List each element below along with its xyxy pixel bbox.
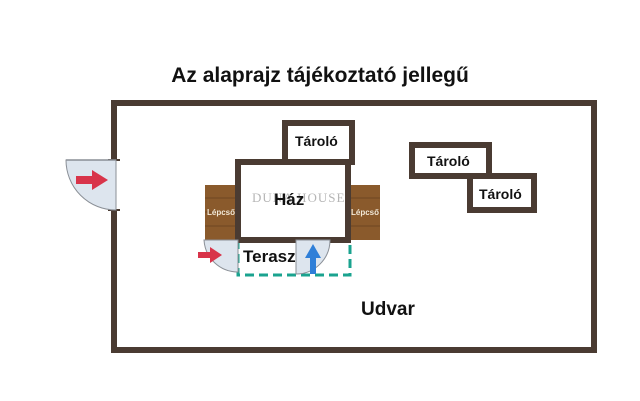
terrace-left-door-swing (203, 239, 239, 273)
stairs-left-label: Lépcső (207, 208, 236, 217)
storage-detached-1-label: Tároló (427, 153, 470, 169)
storage-detached-2-label: Tároló (479, 186, 522, 202)
plan-title: Az alaprajz tájékoztató jellegű (171, 64, 469, 87)
arrow-right-icon (76, 170, 108, 190)
arrow-up-icon (305, 244, 321, 274)
left-gate-door-swing (65, 159, 117, 211)
stairs-right-label: Lépcső (351, 208, 380, 217)
watermark-logo: DUNA HOUSE (252, 190, 346, 205)
plot-boundary (111, 100, 597, 353)
storage-attached-walls (282, 120, 355, 165)
house-walls (235, 159, 351, 243)
storage-detached-1-walls (409, 142, 492, 179)
storage-detached-2-walls (467, 173, 537, 213)
arrow-right-icon (198, 247, 222, 263)
house-label: Ház (274, 190, 305, 209)
terrace-label: Terasz (243, 247, 296, 266)
storage-attached-label: Tároló (295, 133, 338, 149)
yard-label: Udvar (361, 299, 415, 320)
